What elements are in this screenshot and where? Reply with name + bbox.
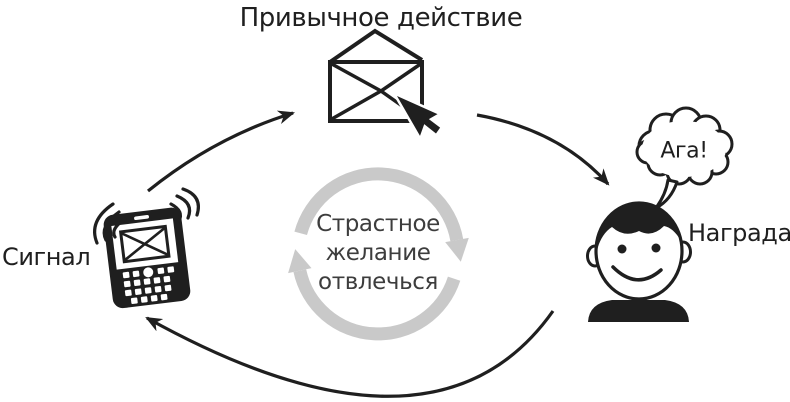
cue-label: Сигнал: [2, 243, 90, 271]
vibration-waves-left: [93, 202, 127, 245]
eye-right: [651, 243, 661, 253]
arrow-routine-to-reward: [476, 113, 610, 186]
envelope-icon: [328, 28, 424, 123]
loop-arc-bottom: [293, 269, 461, 341]
loop-arrows: [288, 167, 469, 341]
vibration-waves-right: [169, 187, 200, 223]
phone-speaker: [134, 215, 149, 221]
phone-keypad: [122, 266, 175, 304]
smile: [611, 265, 663, 282]
eye-left: [617, 244, 627, 254]
craving-line-2: желание: [325, 240, 430, 266]
phone-icon: [93, 187, 200, 309]
craving-line-1: Страстное: [316, 211, 440, 237]
flow-arrows: [145, 110, 610, 398]
speech-bubble: Ага!: [635, 106, 734, 210]
arrow-cue-to-routine: [146, 110, 296, 193]
loop-arrowhead-right: [445, 237, 469, 262]
phone-screen-envelope-icon: [118, 224, 171, 264]
routine-label: Привычное действие: [240, 3, 523, 33]
hair: [595, 202, 681, 255]
arrow-reward-to-cue: [145, 310, 555, 398]
cursor-icon: [390, 90, 444, 142]
reward-label: Награда: [688, 219, 790, 247]
loop-arrowhead-left: [288, 249, 312, 274]
aha-text: Ага!: [660, 139, 707, 164]
craving-label: Страстное желание отвлечься: [316, 211, 440, 295]
envelope-body: [328, 60, 424, 123]
envelope-flap: [328, 28, 424, 64]
craving-line-3: отвлечься: [318, 269, 438, 295]
shoulders: [588, 300, 689, 322]
person-icon: [586, 201, 692, 322]
speech-bubble-tail: [654, 178, 679, 210]
envelope-folds: [329, 61, 424, 122]
loop-arc-top: [294, 167, 464, 242]
